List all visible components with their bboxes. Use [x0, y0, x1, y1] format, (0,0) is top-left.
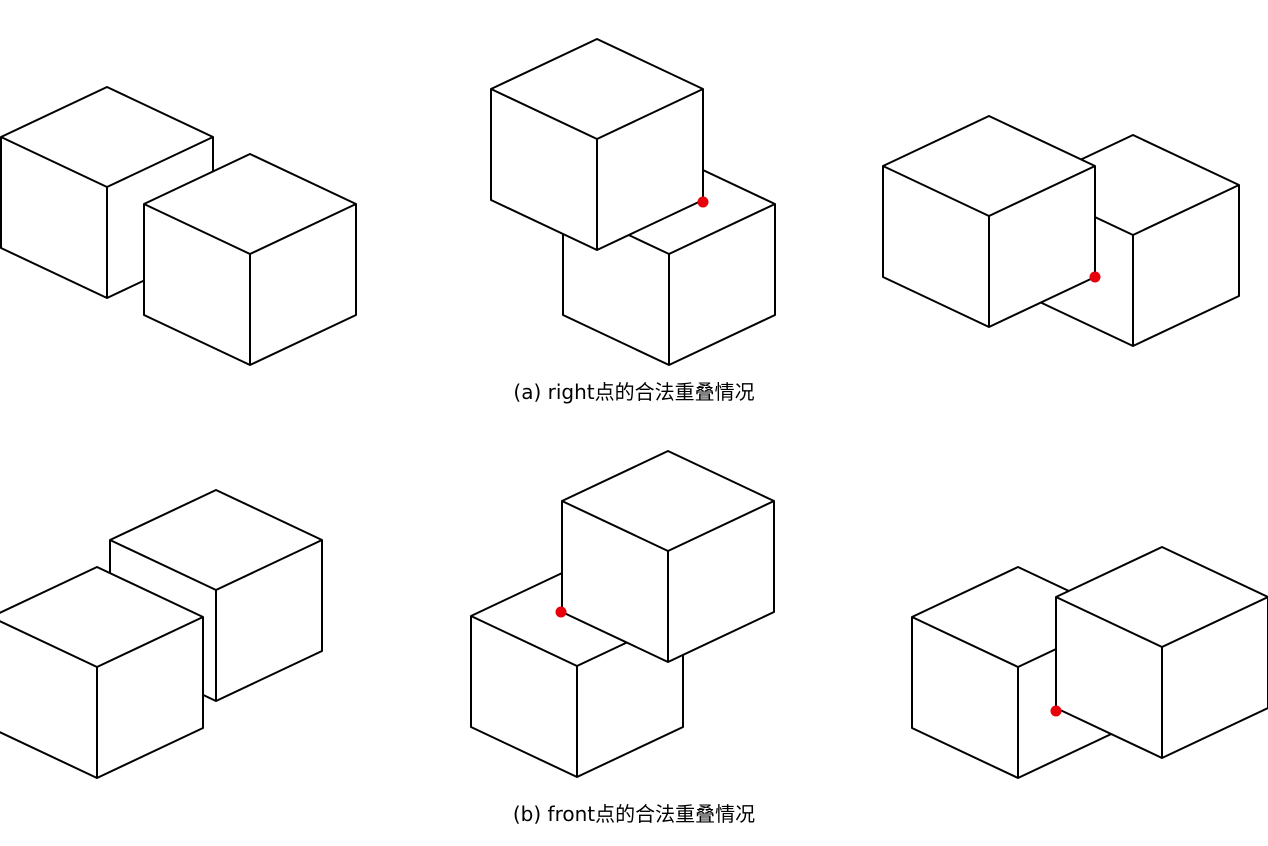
- cube-b3-front: [1055, 546, 1268, 759]
- caption-right-point-overlap: (a) right点的合法重叠情况: [513, 380, 755, 404]
- cube-a1-front: [143, 153, 357, 366]
- front-point-marker-b3: [1050, 705, 1062, 717]
- cube-b1-front: [0, 566, 204, 779]
- cube-a3-front: [882, 115, 1096, 328]
- cube-group: [0, 38, 1268, 779]
- right-point-marker-a2: [697, 196, 709, 208]
- front-point-marker-b2: [555, 606, 567, 618]
- cube-b2-upper: [561, 450, 775, 663]
- caption-front-point-overlap: (b) front点的合法重叠情况: [512, 802, 756, 826]
- right-point-marker-a3: [1089, 271, 1101, 283]
- marker-group: [555, 196, 1101, 717]
- cube-a2-upper: [490, 38, 704, 251]
